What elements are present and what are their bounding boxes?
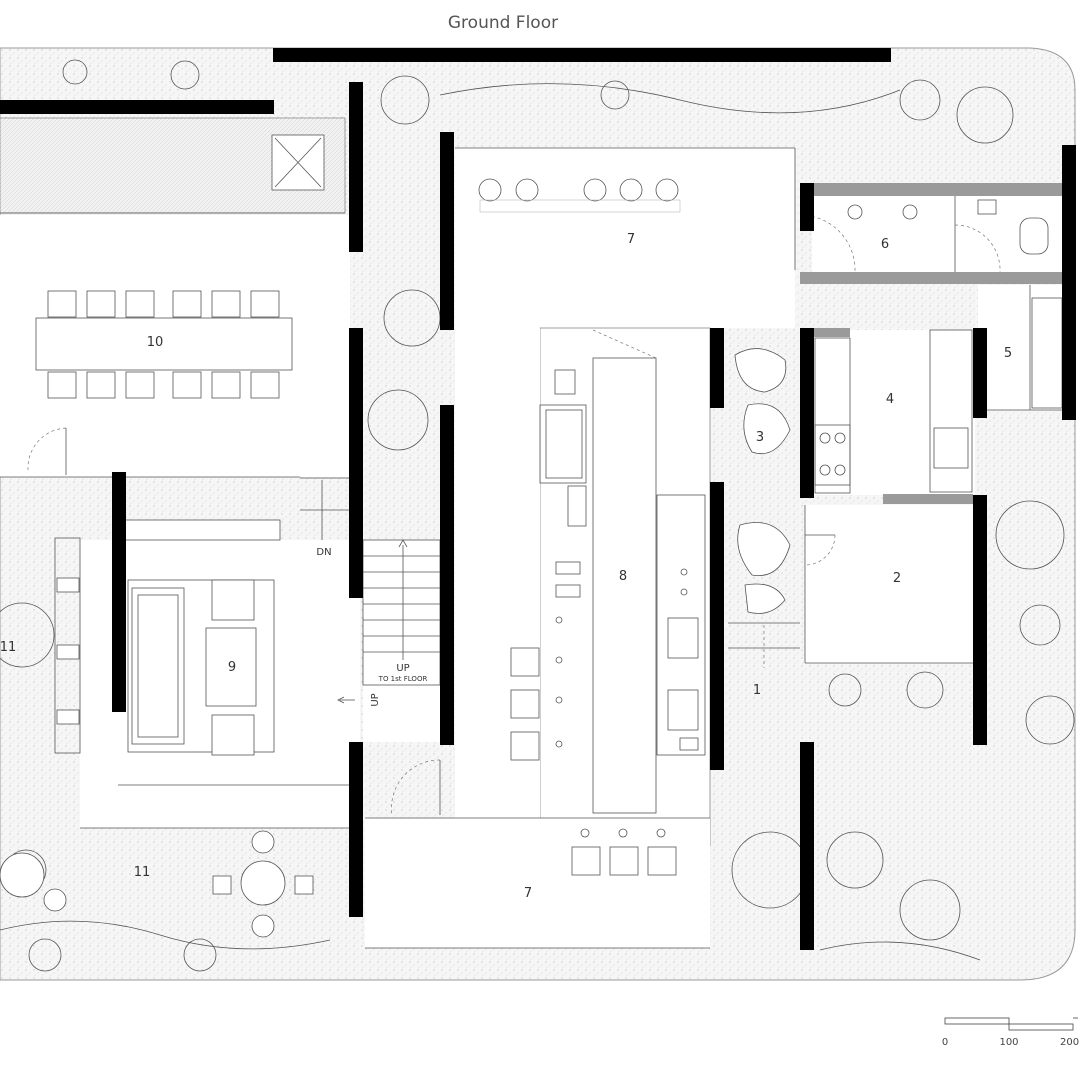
kitchen-furniture bbox=[478, 178, 706, 876]
staircase bbox=[300, 477, 441, 704]
living-furniture bbox=[127, 579, 275, 756]
stair-up-label: UP bbox=[396, 663, 409, 674]
room-labels: 1 2 3 4 5 6 7 7 8 9 10 11 11 bbox=[0, 232, 1012, 901]
room-label-3: 3 bbox=[756, 430, 764, 445]
terrace-furniture bbox=[0, 537, 314, 938]
stair-down-label: DN bbox=[316, 547, 331, 558]
scale-label-100: 100 bbox=[999, 1037, 1018, 1048]
plan-title: Ground Floor bbox=[448, 13, 558, 33]
service-fixtures bbox=[814, 199, 1063, 494]
structural-walls bbox=[0, 48, 1076, 950]
planting bbox=[0, 59, 1075, 972]
stair-up-sublabel: TO 1st FLOOR bbox=[378, 675, 428, 683]
room-label-2: 2 bbox=[893, 571, 901, 586]
room-label-8: 8 bbox=[619, 569, 627, 584]
room-label-7-top: 7 bbox=[627, 232, 635, 247]
dining-furniture bbox=[35, 290, 293, 399]
room-label-11-left: 11 bbox=[0, 640, 16, 655]
room-label-10: 10 bbox=[147, 335, 164, 350]
door-swings bbox=[27, 214, 1001, 816]
stair-labels: DN UP TO 1st FLOOR UP bbox=[316, 547, 427, 707]
room-label-5: 5 bbox=[1004, 346, 1012, 361]
room-label-7-bottom: 7 bbox=[524, 886, 532, 901]
stair-up-side-label: UP bbox=[370, 693, 381, 706]
scale-bar: 0 100 200 bbox=[942, 1017, 1079, 1048]
scale-label-0: 0 bbox=[942, 1037, 948, 1048]
scale-label-200: 200 bbox=[1060, 1037, 1079, 1048]
room-label-9: 9 bbox=[228, 660, 236, 675]
room-label-11-bottom: 11 bbox=[134, 865, 151, 880]
room-label-6: 6 bbox=[881, 237, 889, 252]
room-label-4: 4 bbox=[886, 392, 894, 407]
room-label-1: 1 bbox=[753, 683, 761, 698]
